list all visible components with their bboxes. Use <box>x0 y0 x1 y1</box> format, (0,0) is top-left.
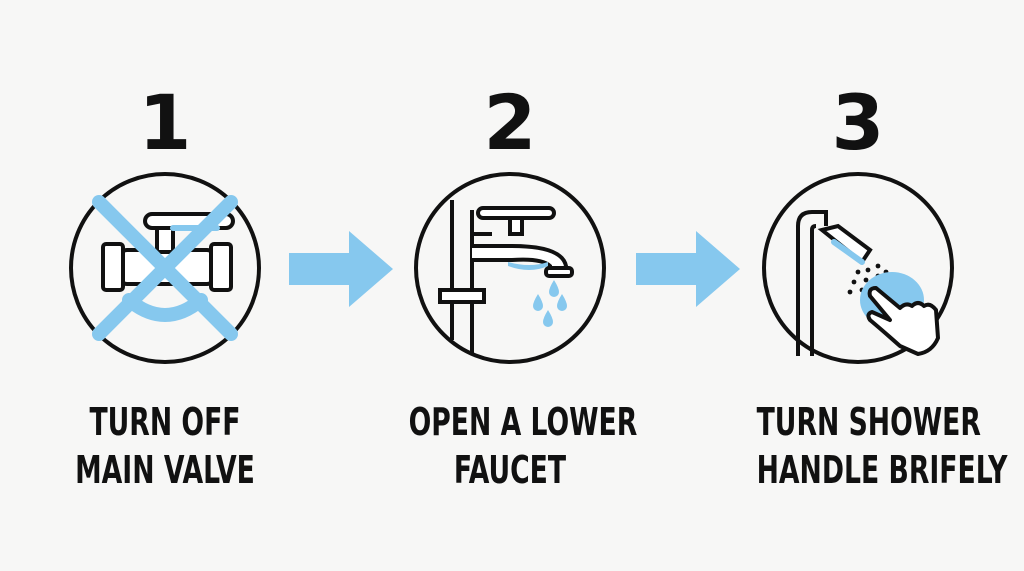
step-caption: TURN SHOWER HANDLE BRIFELY <box>756 398 1008 494</box>
step-1: 1 TURN OFF MAIN VALVE <box>35 0 295 571</box>
caption-line-1: TURN SHOWER <box>756 400 981 444</box>
caption-line-2: FAUCET <box>453 448 567 492</box>
shower-handle-hand-icon <box>760 170 956 366</box>
step-number: 3 <box>831 78 885 167</box>
step-2: 2 OPEN A LOWER FAUCET <box>380 0 640 571</box>
step-caption: OPEN A LOWER FAUCET <box>408 398 638 494</box>
right-arrow-icon <box>289 231 393 307</box>
step-3: 3 TURN SHOWER HANDLE BRIFELY <box>728 0 1008 571</box>
step-number: 1 <box>138 78 192 167</box>
caption-line-1: TURN OFF <box>89 400 241 444</box>
right-arrow-icon <box>636 231 740 307</box>
dripping-faucet-icon <box>412 170 608 366</box>
caption-line-2: MAIN VALVE <box>75 448 255 492</box>
crossed-out-valve-icon <box>67 170 263 366</box>
caption-line-1: OPEN A LOWER <box>408 400 638 444</box>
step-number: 2 <box>483 78 537 167</box>
step-caption: TURN OFF MAIN VALVE <box>64 398 267 494</box>
caption-line-2: HANDLE BRIFELY <box>756 448 1008 492</box>
